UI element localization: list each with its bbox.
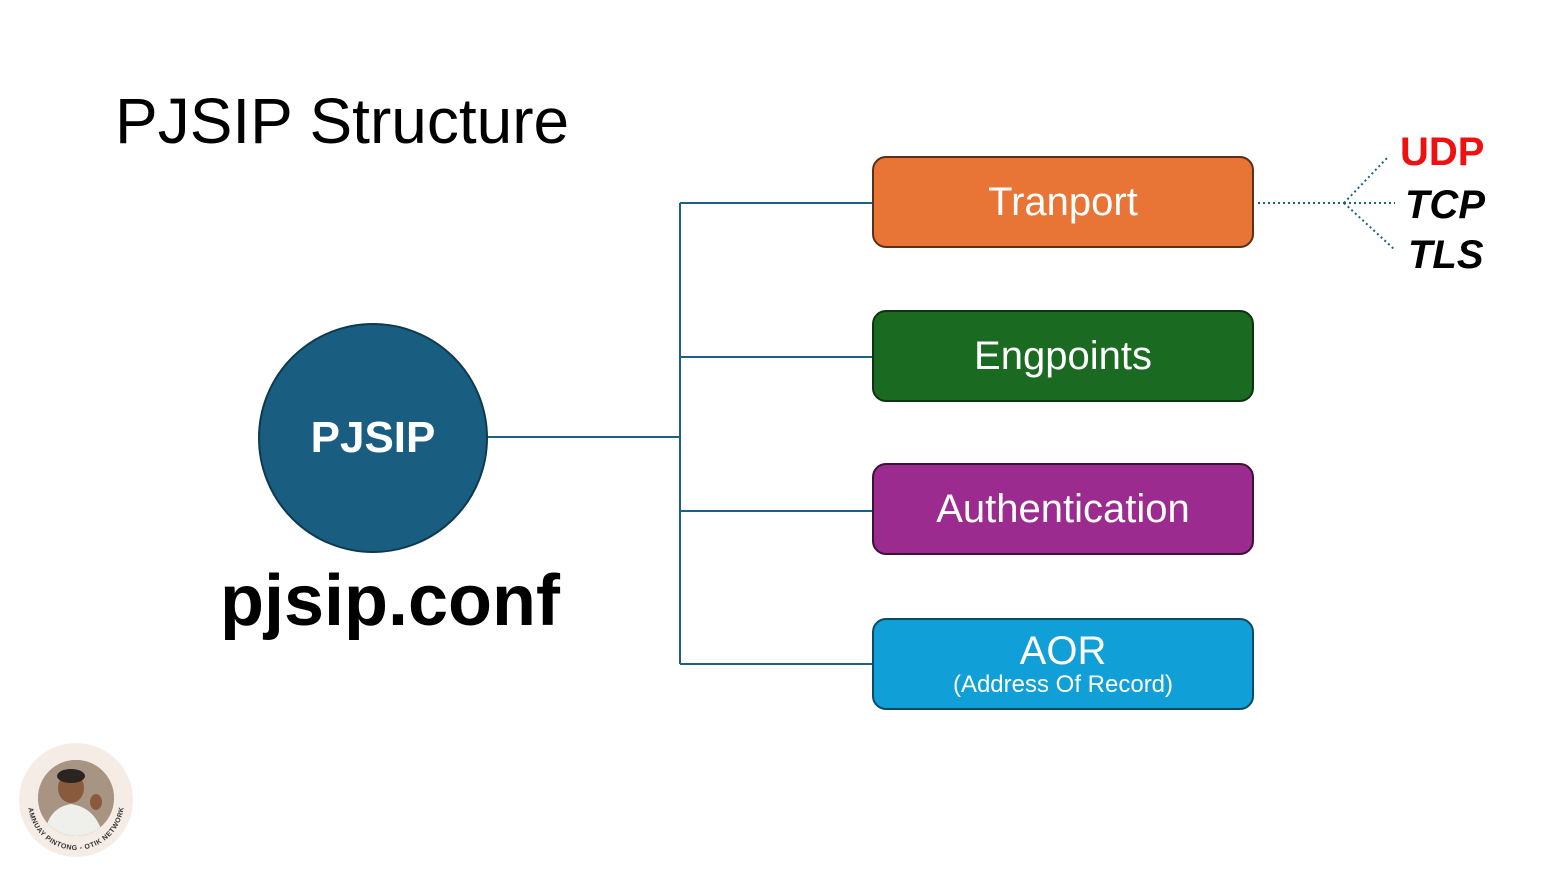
authentication-box: Authentication	[872, 463, 1254, 555]
authentication-label: Authentication	[936, 487, 1190, 531]
page-title: PJSIP Structure	[115, 85, 570, 157]
transport-box: Tranport	[872, 156, 1254, 248]
config-file-label: pjsip.conf	[220, 561, 560, 641]
protocol-tls: TLS	[1408, 233, 1484, 277]
protocol-tcp: TCP	[1405, 183, 1485, 227]
pjsip-hub-circle: PJSIP	[258, 323, 488, 553]
protocol-connector-udp	[1343, 156, 1389, 204]
endpoints-box: Engpoints	[872, 310, 1254, 402]
presenter-logo: AMNUAY PINTONG - OTIK NETWORK	[19, 743, 133, 857]
protocol-udp: UDP	[1400, 130, 1485, 174]
transport-label: Tranport	[988, 180, 1138, 224]
aor-box: AOR (Address Of Record)	[872, 618, 1254, 710]
aor-label: AOR	[1019, 628, 1107, 673]
endpoints-label: Engpoints	[974, 334, 1152, 378]
protocol-connector-tls	[1343, 202, 1396, 251]
aor-sublabel: (Address Of Record)	[952, 670, 1174, 698]
hub-label: PJSIP	[310, 413, 436, 462]
avatar	[38, 760, 114, 836]
